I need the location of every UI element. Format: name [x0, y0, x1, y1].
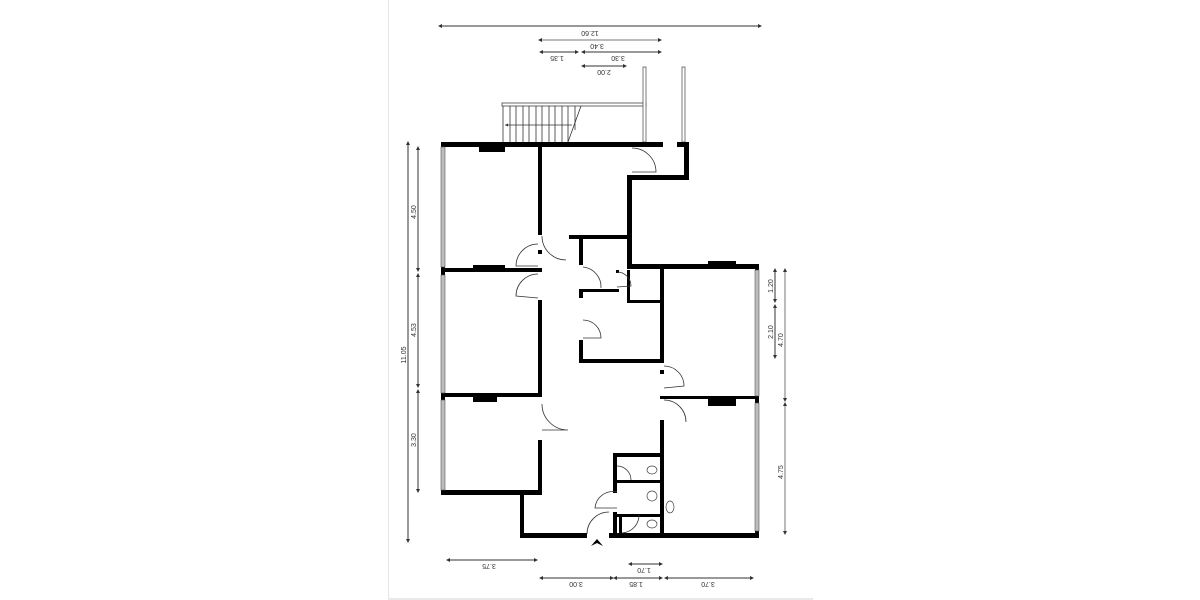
dim-bottom-1-85: 1.85 [629, 580, 643, 587]
dimension-labels: 12.60 3.40 1.35 3.30 2.00 11.05 4.50 4.5… [401, 29, 785, 587]
staircase [501, 102, 647, 143]
dim-right-2-10: 2.10 [768, 325, 775, 339]
dim-bottom-1-70: 1.70 [637, 566, 651, 573]
dim-top-total: 12.60 [581, 29, 599, 36]
toilet-fixtures [646, 465, 675, 529]
dim-bottom-3-70: 3.70 [701, 580, 715, 587]
toilet-icon [646, 465, 658, 475]
dim-top-1-35: 1.35 [550, 54, 564, 61]
dim-right-1-20: 1.20 [768, 279, 775, 293]
entrance-arrow-icon [591, 539, 603, 546]
dim-left-total: 11.05 [401, 346, 408, 363]
interior-walls [445, 147, 755, 533]
drawing-sheet [388, 0, 813, 600]
dim-left-4-53: 4.53 [411, 323, 418, 337]
dim-bottom-3-00: 3.00 [569, 580, 583, 587]
toilet-icon [646, 519, 658, 529]
doors [515, 147, 687, 535]
dim-left-3-30: 3.30 [411, 433, 418, 447]
dim-top-3-30: 3.30 [611, 54, 625, 61]
toilet-icon [646, 490, 658, 502]
windows [440, 146, 760, 532]
dim-bottom-3-75: 3.75 [482, 562, 496, 569]
exterior-walls [441, 142, 759, 538]
dimension-lines [406, 24, 787, 580]
dim-right-4-70: 4.70 [778, 333, 785, 347]
balcony-railing [642, 66, 686, 143]
dim-top-2-00: 2.00 [597, 68, 611, 75]
dim-right-4-75: 4.75 [778, 465, 785, 479]
sink-icon [665, 500, 675, 514]
dim-top-3-40: 3.40 [590, 42, 604, 49]
dim-left-4-50: 4.50 [411, 205, 418, 219]
